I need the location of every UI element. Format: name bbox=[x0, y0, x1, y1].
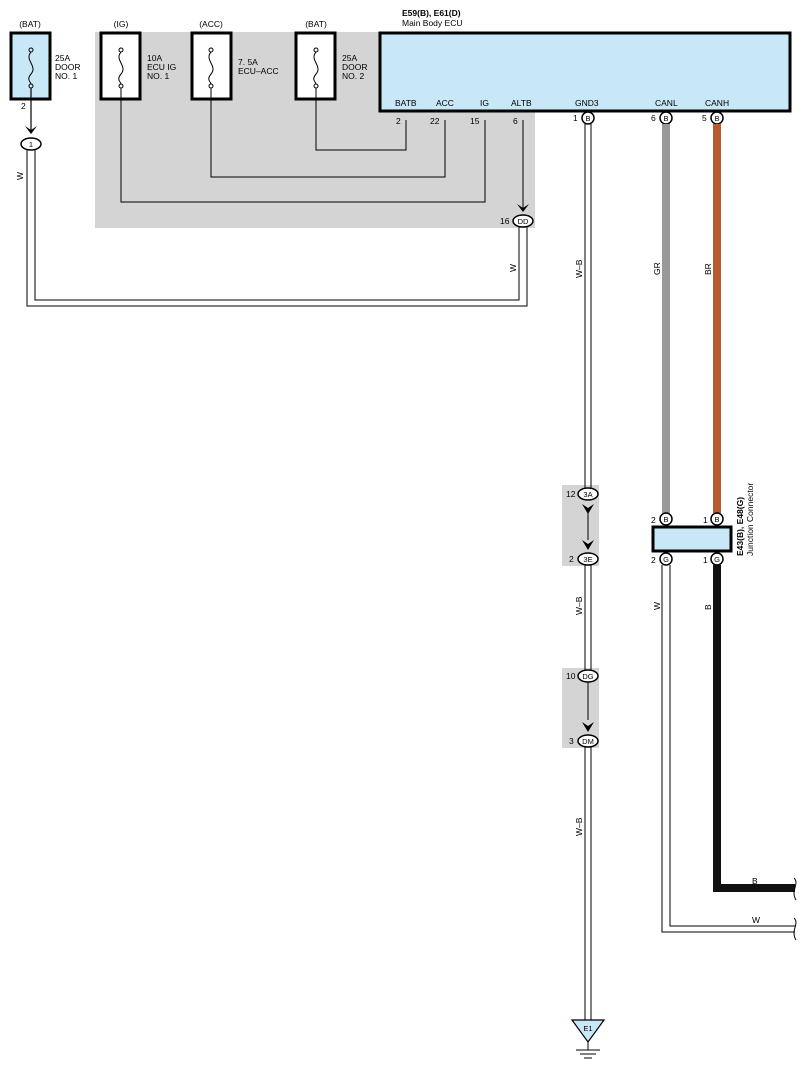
svg-text:Junction Connector: Junction Connector bbox=[745, 483, 755, 556]
wire-label-b-right: B bbox=[703, 604, 713, 610]
svg-text:(ACC): (ACC) bbox=[199, 19, 223, 29]
ecu-pin-canh: CANH bbox=[705, 98, 729, 108]
ecu-pin-altb: ALTB bbox=[511, 98, 532, 108]
svg-text:DM: DM bbox=[582, 737, 594, 746]
ecu-pin-ig: IG bbox=[480, 98, 489, 108]
svg-text:10A: 10A bbox=[147, 53, 162, 63]
ecu-pin-canl: CANL bbox=[655, 98, 678, 108]
fuse-ecu-acc: (ACC) 7. 5A ECU–ACC bbox=[190, 19, 279, 101]
ecu-pin-number-acc: 22 bbox=[430, 116, 440, 126]
svg-text:(BAT): (BAT) bbox=[19, 19, 41, 29]
ecu-connector-canh: B bbox=[710, 111, 724, 125]
connector-3e: 2 3E bbox=[569, 552, 599, 566]
svg-text:NO. 2: NO. 2 bbox=[342, 71, 364, 81]
ecu-pin-acc: ACC bbox=[436, 98, 454, 108]
wire-label-w-right: W bbox=[652, 602, 662, 610]
wire-label-w-left: W bbox=[15, 172, 25, 180]
junction-connector: 2 B 1 B 2 G 1 G E43(B), E48(G) Junction … bbox=[651, 483, 755, 566]
svg-text:ECU–ACC: ECU–ACC bbox=[238, 66, 279, 76]
ecu-pin-number-canh: 5 bbox=[702, 113, 707, 123]
fuse1-pin-number: 2 bbox=[21, 101, 26, 111]
svg-text:B: B bbox=[714, 114, 719, 123]
svg-text:G: G bbox=[714, 555, 720, 564]
svg-text:1: 1 bbox=[703, 555, 708, 565]
ground-e1: E1 bbox=[570, 1019, 606, 1059]
svg-text:ECU IG: ECU IG bbox=[147, 62, 176, 72]
svg-text:3A: 3A bbox=[583, 490, 592, 499]
main-body-ecu: E59(B), E61(D) Main Body ECU BATB ACC IG… bbox=[378, 8, 792, 126]
ecu-pin-number-altb: 6 bbox=[513, 116, 518, 126]
internal-wires bbox=[120, 88, 524, 210]
arrow-dm bbox=[582, 722, 594, 732]
ecu-pin-gnd3: GND3 bbox=[575, 98, 599, 108]
wire-label-b-out: B bbox=[752, 876, 758, 886]
svg-text:25A: 25A bbox=[342, 53, 357, 63]
svg-text:2: 2 bbox=[569, 554, 574, 564]
connector-dd: 16 DD bbox=[500, 214, 534, 228]
wire-label-wb-3: W–B bbox=[574, 817, 584, 836]
svg-text:1: 1 bbox=[29, 140, 33, 149]
ecu-pin-number-canl: 6 bbox=[651, 113, 656, 123]
svg-text:25A: 25A bbox=[55, 53, 70, 63]
svg-text:3E: 3E bbox=[583, 555, 592, 564]
svg-text:E1: E1 bbox=[583, 1024, 592, 1033]
wire-b-right bbox=[713, 565, 795, 892]
wire-label-br: BR bbox=[703, 263, 713, 275]
ecu-pin-batb: BATB bbox=[395, 98, 417, 108]
connector-3a: 12 3A bbox=[566, 487, 599, 501]
svg-text:(IG): (IG) bbox=[114, 19, 129, 29]
svg-text:7. 5A: 7. 5A bbox=[238, 57, 258, 67]
break-mark-w bbox=[793, 917, 797, 941]
fuse-door-no1: (BAT) 25A DOOR NO. 1 bbox=[9, 19, 81, 101]
svg-text:B: B bbox=[585, 114, 590, 123]
ecu-box bbox=[378, 31, 792, 113]
wire-wb-ground bbox=[584, 124, 592, 1020]
svg-text:NO. 1: NO. 1 bbox=[55, 71, 77, 81]
svg-text:DG: DG bbox=[582, 672, 593, 681]
arrow-to-connector-1 bbox=[25, 126, 37, 134]
ecu-name: Main Body ECU bbox=[402, 18, 462, 28]
wire-label-wb-2: W–B bbox=[574, 596, 584, 615]
svg-text:B: B bbox=[714, 515, 719, 524]
svg-text:NO. 1: NO. 1 bbox=[147, 71, 169, 81]
svg-text:1: 1 bbox=[703, 515, 708, 525]
wire-br bbox=[713, 124, 721, 513]
svg-text:B: B bbox=[663, 114, 668, 123]
svg-text:2: 2 bbox=[651, 515, 656, 525]
ecu-pin-number-gnd3: 1 bbox=[573, 113, 578, 123]
svg-text:DD: DD bbox=[518, 217, 529, 226]
ecu-pin-number-ig: 15 bbox=[470, 116, 480, 126]
svg-text:E43(B), E48(G): E43(B), E48(G) bbox=[735, 497, 745, 556]
ecu-pin-number-batb: 2 bbox=[396, 116, 401, 126]
svg-text:(BAT): (BAT) bbox=[305, 19, 327, 29]
svg-text:G: G bbox=[663, 555, 669, 564]
wire-label-w-dd: W bbox=[508, 264, 518, 272]
break-mark-b bbox=[793, 877, 797, 901]
ecu-connector-gnd3: B bbox=[581, 111, 595, 125]
connector-dm: 3 DM bbox=[569, 734, 599, 748]
arrow-3e bbox=[582, 540, 594, 550]
connector-1: 1 bbox=[20, 137, 42, 151]
wire-w-right bbox=[661, 565, 795, 933]
ecu-title: E59(B), E61(D) bbox=[402, 8, 461, 18]
svg-text:2: 2 bbox=[651, 555, 656, 565]
connector-dg: 10 DG bbox=[566, 669, 599, 683]
wire-w-loop bbox=[26, 150, 528, 307]
ecu-connector-canl: B bbox=[659, 111, 673, 125]
wire-gr bbox=[662, 124, 670, 513]
wire-label-gr: GR bbox=[652, 262, 662, 275]
svg-text:3: 3 bbox=[569, 736, 574, 746]
svg-text:16: 16 bbox=[500, 216, 510, 226]
svg-text:DOOR: DOOR bbox=[55, 62, 81, 72]
svg-text:DOOR: DOOR bbox=[342, 62, 368, 72]
svg-text:12: 12 bbox=[566, 489, 576, 499]
svg-text:10: 10 bbox=[566, 671, 576, 681]
arrow-to-dd bbox=[517, 204, 529, 212]
arrow-3a bbox=[582, 504, 594, 514]
wire-label-wb-1: W–B bbox=[574, 259, 584, 278]
wire-label-w-out: W bbox=[752, 915, 760, 925]
svg-text:B: B bbox=[663, 515, 668, 524]
